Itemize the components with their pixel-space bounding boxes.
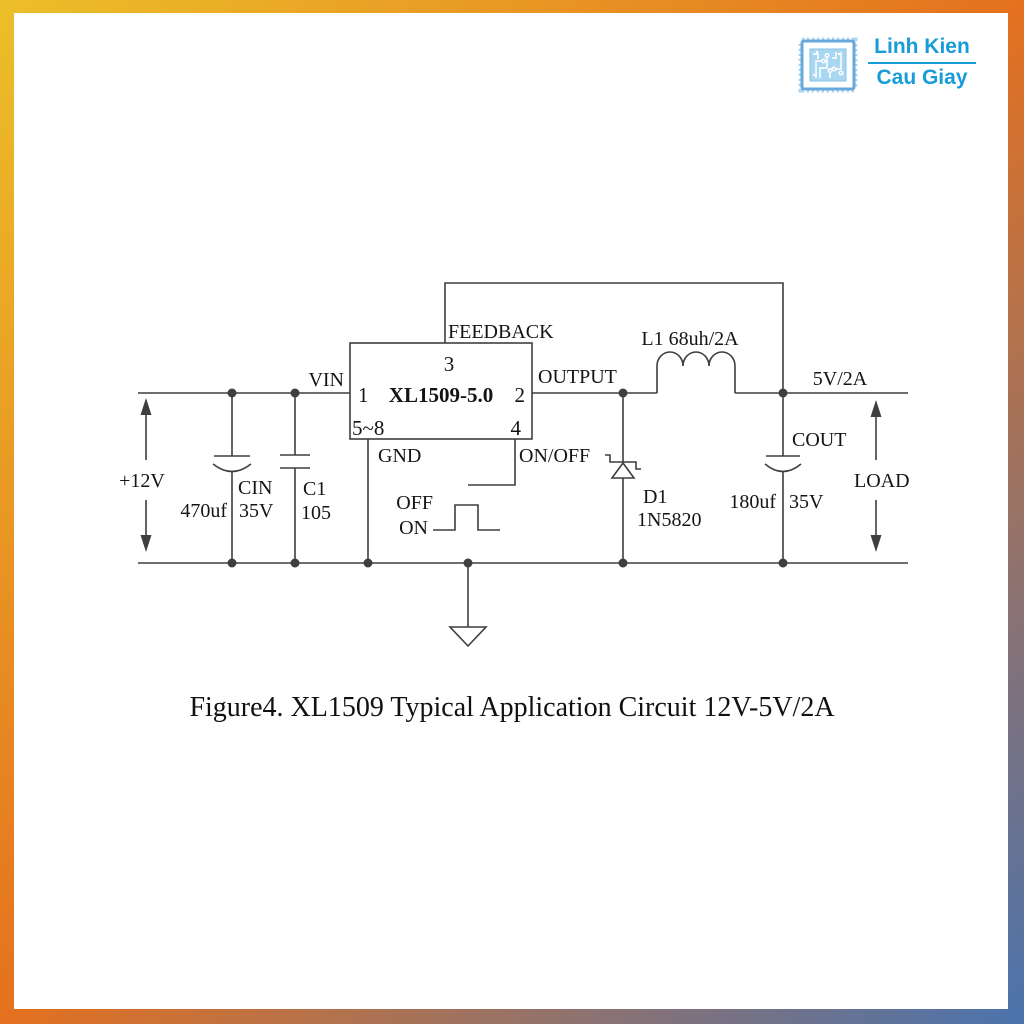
chip-icon	[798, 37, 858, 93]
arrow-up-icon	[870, 400, 882, 417]
inductor-l1: L1 68uh/2A	[641, 328, 739, 393]
store-logo: Linh Kien Cau Giay	[796, 34, 976, 96]
logo-line1: Linh Kien	[874, 35, 970, 58]
feedback-wire	[444, 282, 784, 393]
on-label: ON	[399, 517, 428, 539]
pulse-waveform: OFF ON	[396, 492, 500, 539]
c1-value: 105	[301, 502, 331, 524]
inductor-label: L1 68uh/2A	[641, 328, 739, 350]
cout-plate-curved	[764, 463, 802, 473]
onoff-label: ON/OFF	[519, 445, 590, 467]
ic-xl1509: 3 1 XL1509-5.0 2 5~8 4	[349, 342, 533, 440]
load-label: LOAD	[854, 470, 910, 492]
output-label: OUTPUT	[538, 366, 617, 388]
page-background	[14, 13, 1008, 1009]
ic-box	[349, 342, 533, 440]
inductor-coil	[656, 351, 736, 393]
logo-divider	[868, 62, 976, 64]
ic-pin3: 3	[444, 352, 455, 376]
ic-pin5-8: 5~8	[352, 416, 384, 440]
ic-pin4: 4	[511, 416, 522, 440]
cout-value: 180uf	[729, 491, 776, 513]
arrow-down-icon	[140, 535, 152, 552]
c1-plates	[280, 454, 310, 469]
load-arrow: LOAD	[854, 400, 910, 552]
cin-plate-curved	[212, 463, 252, 473]
cin-name: CIN	[238, 477, 272, 499]
arrow-down-icon	[870, 535, 882, 552]
cout-rating: 35V	[789, 491, 824, 513]
arrow-up-icon	[140, 398, 152, 415]
off-label: OFF	[396, 492, 433, 514]
cout-name: COUT	[792, 429, 846, 451]
gnd-label: GND	[378, 445, 421, 467]
ic-pin2: 2	[515, 383, 526, 407]
input-voltage-arrow: +12V	[119, 398, 165, 552]
onoff-pin-wire	[468, 439, 516, 486]
c1-capacitor: C1 105	[280, 454, 331, 524]
pulse-shape	[433, 504, 500, 531]
figure-caption: Figure4. XL1509 Typical Application Circ…	[189, 692, 835, 723]
diode-name: D1	[643, 486, 667, 508]
input-voltage-label: +12V	[119, 470, 165, 492]
cin-capacitor: CIN 470uf 35V	[180, 455, 274, 522]
cin-rating: 35V	[239, 500, 274, 522]
diode-triangle	[610, 461, 636, 479]
c1-name: C1	[303, 478, 326, 500]
cout-capacitor: COUT 180uf 35V	[729, 429, 846, 513]
output-rating-label: 5V/2A	[813, 368, 868, 390]
logo-line2: Cau Giay	[876, 66, 968, 89]
diode-d1: D1 1N5820	[605, 454, 701, 531]
cin-value: 470uf	[180, 500, 227, 522]
junction-dots	[227, 388, 788, 568]
vin-label: VIN	[308, 369, 344, 391]
ground-symbol	[448, 626, 488, 648]
feedback-label: FEEDBACK	[448, 321, 554, 343]
ic-name: XL1509-5.0	[389, 383, 493, 407]
diode-part: 1N5820	[637, 509, 701, 531]
ic-pin1: 1	[358, 383, 369, 407]
